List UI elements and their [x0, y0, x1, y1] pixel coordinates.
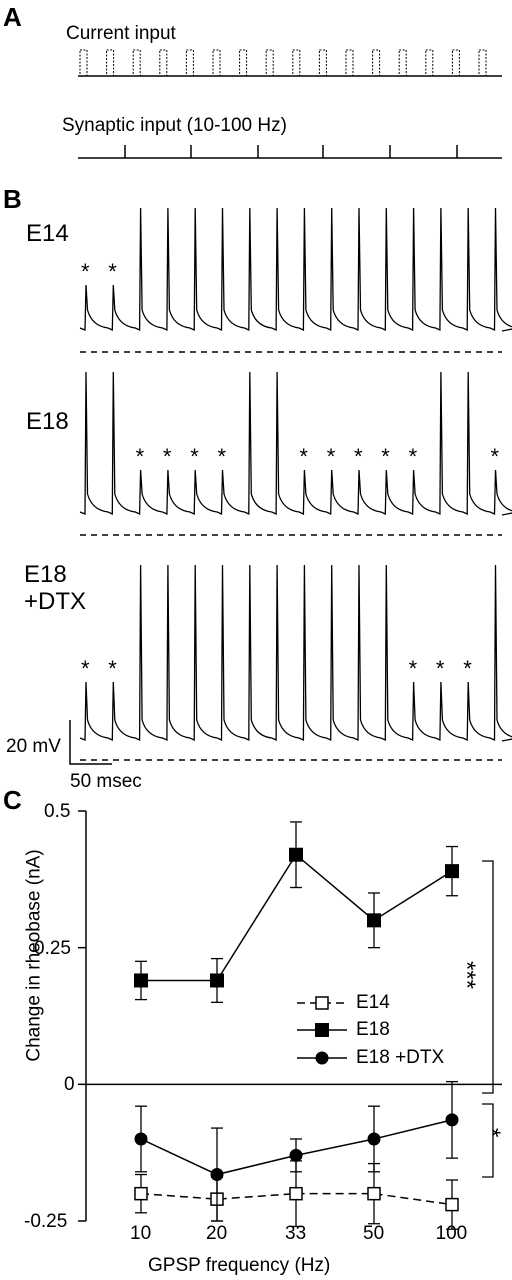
trace-e18 — [79, 371, 512, 516]
chart-y-tick-label: -0.25 — [24, 1211, 68, 1232]
trace-label-dtx: +DTX — [24, 588, 87, 615]
electrophysiology-traces — [69, 49, 512, 765]
series-1-point — [210, 973, 224, 988]
chart-x-tick-label: 50 — [363, 1223, 385, 1244]
series-2-point — [445, 1113, 459, 1127]
legend-marker-1 — [315, 1023, 329, 1037]
trace-e18-asterisk: * — [217, 444, 227, 469]
current-pulse — [398, 49, 407, 77]
chart-x-tick-label: 100 — [435, 1223, 468, 1244]
trace-label-e14: E14 — [26, 220, 69, 247]
scale-voltage-label: 20 mV — [6, 736, 61, 757]
current-input-label: Current input — [66, 23, 176, 44]
panel-b-traces — [79, 207, 512, 761]
series-1-point — [134, 973, 148, 988]
current-pulse — [318, 49, 327, 77]
series-0-point — [445, 1197, 459, 1212]
series-0-point — [289, 1186, 303, 1201]
trace-e18-dtx-asterisk: * — [108, 656, 117, 681]
chart-x-tick-label: 10 — [130, 1223, 152, 1244]
panel-letter-b: B — [3, 184, 22, 214]
panel-a-stimulus — [78, 49, 502, 159]
trace-e18-asterisk: * — [299, 444, 308, 469]
scale-bar — [69, 720, 112, 765]
significance-bracket-lower — [482, 1103, 494, 1178]
chart-x-tick-label: 20 — [206, 1223, 228, 1244]
legend-label-1: E18 — [356, 1019, 390, 1040]
chart-x-tick-label: 33 — [285, 1223, 307, 1244]
trace-e18-dtx-asterisk: * — [408, 656, 418, 681]
significance-lower-label: * — [478, 1128, 505, 1138]
significance-bracket-upper — [482, 860, 494, 1094]
current-pulse — [372, 49, 381, 77]
current-pulse — [212, 49, 221, 77]
trace-e18-asterisk: * — [135, 444, 145, 469]
series-2-point — [210, 1168, 224, 1182]
current-pulse — [292, 49, 301, 77]
trace-e14-asterisk: * — [108, 259, 117, 284]
trace-label-e18-dtx: E18 — [24, 561, 67, 588]
scale-bar-lines — [69, 720, 112, 765]
panel-letter-a: A — [3, 2, 22, 32]
trace-e14-asterisk: * — [81, 259, 90, 284]
current-pulse — [478, 49, 487, 77]
trace-e18-asterisk: * — [190, 444, 199, 469]
legend-label-0: E14 — [356, 992, 390, 1013]
legend-marker-0 — [315, 996, 329, 1010]
series-2-point — [367, 1132, 381, 1146]
series-1-point — [289, 847, 303, 862]
panel-letter-c: C — [3, 785, 22, 815]
current-pulse — [451, 49, 460, 77]
chart-y-tick-label: 0.25 — [34, 937, 71, 959]
legend-marker-2 — [315, 1051, 329, 1065]
trace-e18-asterisk: * — [490, 444, 500, 469]
trace-e18-asterisk: * — [381, 444, 390, 469]
current-pulse — [159, 49, 168, 77]
chart-xlabel: GPSP frequency (Hz) — [148, 1255, 331, 1276]
series-0-point — [367, 1186, 381, 1201]
trace-e18-dtx — [79, 564, 512, 742]
trace-e18-asterisk: * — [162, 444, 172, 469]
chart-y-tick-label: 0 — [64, 1074, 75, 1096]
current-pulse — [79, 49, 88, 77]
trace-e18-asterisk: * — [408, 444, 418, 469]
legend-label-2: E18 +DTX — [356, 1047, 445, 1068]
current-pulse — [132, 49, 141, 77]
current-pulse — [185, 49, 194, 77]
current-pulse — [425, 49, 434, 77]
trace-e14 — [79, 207, 512, 332]
current-pulse — [345, 49, 354, 77]
series-0-point — [134, 1186, 148, 1201]
scale-time-label: 50 msec — [70, 771, 142, 792]
trace-e18-asterisk: * — [354, 444, 363, 469]
series-1-point — [367, 913, 381, 928]
chart-y-tick-label: 0.5 — [44, 801, 71, 822]
trace-label-e18: E18 — [26, 408, 69, 435]
trace-e18-asterisk: * — [326, 444, 336, 469]
current-pulse — [106, 49, 115, 77]
current-pulse — [265, 49, 274, 77]
series-2-point — [289, 1148, 303, 1162]
series-2-point — [134, 1132, 148, 1146]
trace-e18-dtx-asterisk: * — [463, 656, 472, 681]
synaptic-input-label: Synaptic input (10-100 Hz) — [62, 115, 287, 136]
current-pulse — [239, 49, 248, 77]
series-1-point — [445, 864, 459, 879]
trace-e18-dtx-asterisk: * — [81, 656, 90, 681]
trace-e18-dtx-asterisk: * — [435, 656, 445, 681]
significance-upper-label: *** — [453, 961, 480, 990]
